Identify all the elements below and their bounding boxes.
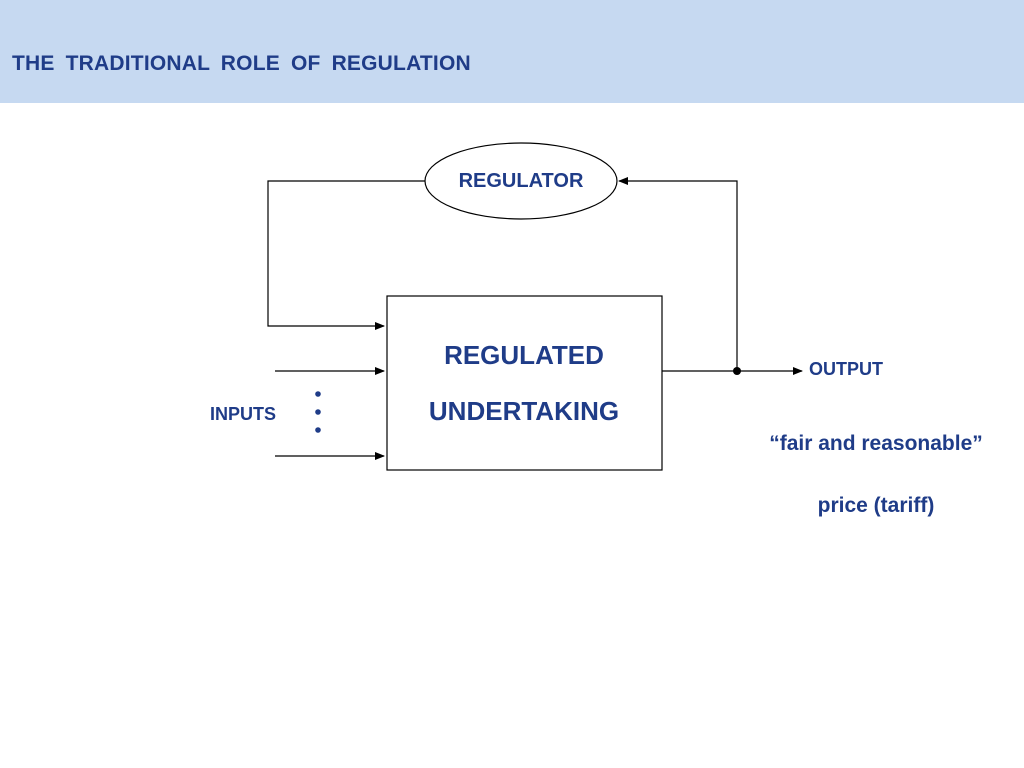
ellipsis-dot-1 xyxy=(315,391,321,397)
ellipsis-dot-3 xyxy=(315,427,321,433)
output-label: OUTPUT xyxy=(809,359,883,379)
output-note-line2: price (tariff) xyxy=(818,494,935,517)
feedback-arrow xyxy=(618,177,738,371)
regulation-arrow xyxy=(267,180,425,330)
ellipsis-dot-2 xyxy=(315,409,321,415)
output-note-line1: “fair and reasonable” xyxy=(769,432,983,455)
junction-dot xyxy=(733,367,741,375)
undertaking-box xyxy=(386,295,663,471)
title-bar: THE TRADITIONAL ROLE OF REGULATION xyxy=(0,0,1024,103)
regulator-label: REGULATOR xyxy=(459,170,584,192)
slide-title: THE TRADITIONAL ROLE OF REGULATION xyxy=(12,52,471,75)
inputs-label: INPUTS xyxy=(210,404,276,424)
undertaking-label-line1: REGULATED xyxy=(444,340,604,370)
undertaking-label-line2: UNDERTAKING xyxy=(429,396,619,426)
